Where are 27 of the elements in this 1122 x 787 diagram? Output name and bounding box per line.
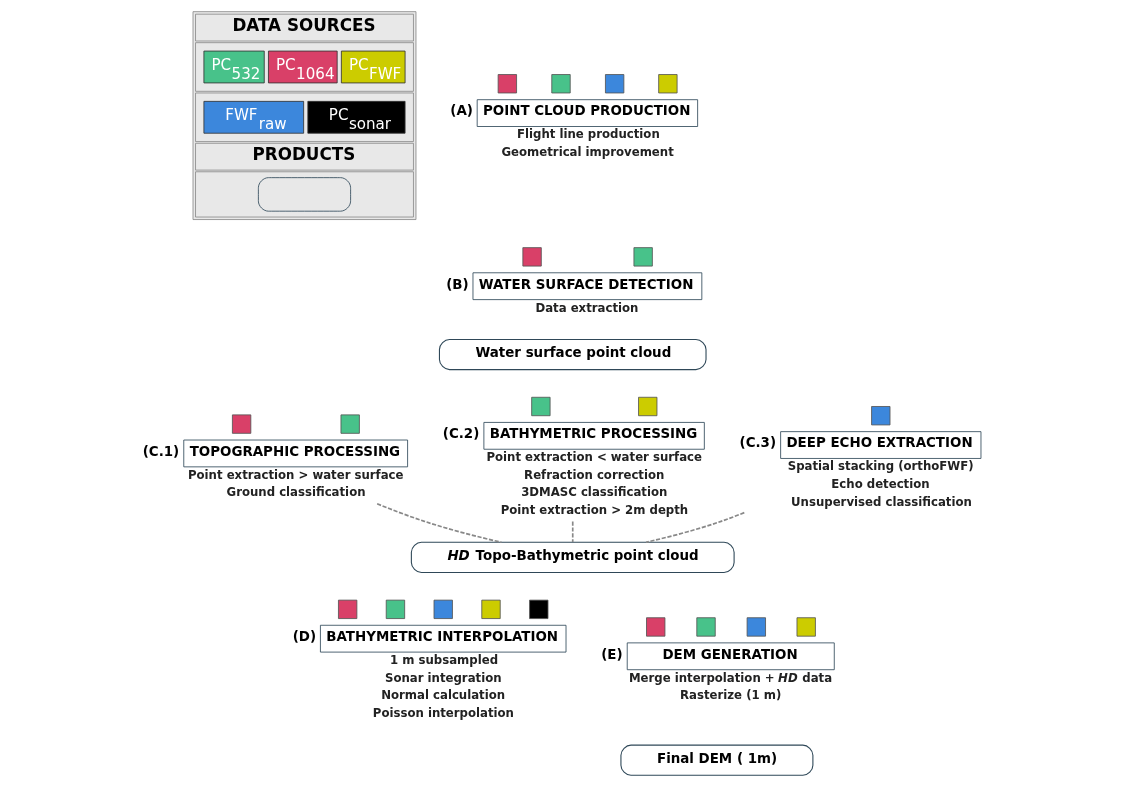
- node-label: Point extraction > water surface: [187, 467, 404, 482]
- label: DATA SOURCES: [232, 14, 376, 35]
- node-label: 3DMASC classification: [521, 485, 668, 500]
- node-label: 1 m subsampled: [389, 653, 499, 668]
- node-label: Ground classification: [226, 485, 366, 500]
- legend-label: PRODUCTS: [252, 144, 356, 165]
- node-label: (C.2): [442, 426, 480, 442]
- node-label: Refraction correction: [524, 467, 665, 482]
- node-label: Point extraction < water surface: [486, 450, 702, 465]
- node-label: Geometrical improvement: [501, 145, 674, 160]
- node-label: Rasterize (1 m): [680, 688, 782, 703]
- node-label: (B): [446, 276, 469, 292]
- node-label: Sonar integration: [384, 670, 502, 685]
- node-label: (C.3): [739, 435, 777, 451]
- node-label: (D): [292, 629, 317, 645]
- node-label: Point extraction > 2m depth: [500, 502, 689, 517]
- node-label: Flight line production: [516, 127, 660, 142]
- node-label: Data extraction: [535, 300, 639, 315]
- node-label: Merge interpolation + HD data: [628, 670, 833, 685]
- node-label: Unsupervised classification: [791, 494, 972, 509]
- node-label: (E): [601, 646, 623, 662]
- node-label: (A): [450, 103, 473, 119]
- node-label: (C.1): [142, 443, 180, 459]
- node-label: Spatial stacking (orthoFWF): [787, 459, 974, 474]
- node-label: Echo detection: [831, 476, 930, 491]
- node-label: Normal calculation: [381, 688, 506, 703]
- node-label: Poisson interpolation: [372, 705, 514, 720]
